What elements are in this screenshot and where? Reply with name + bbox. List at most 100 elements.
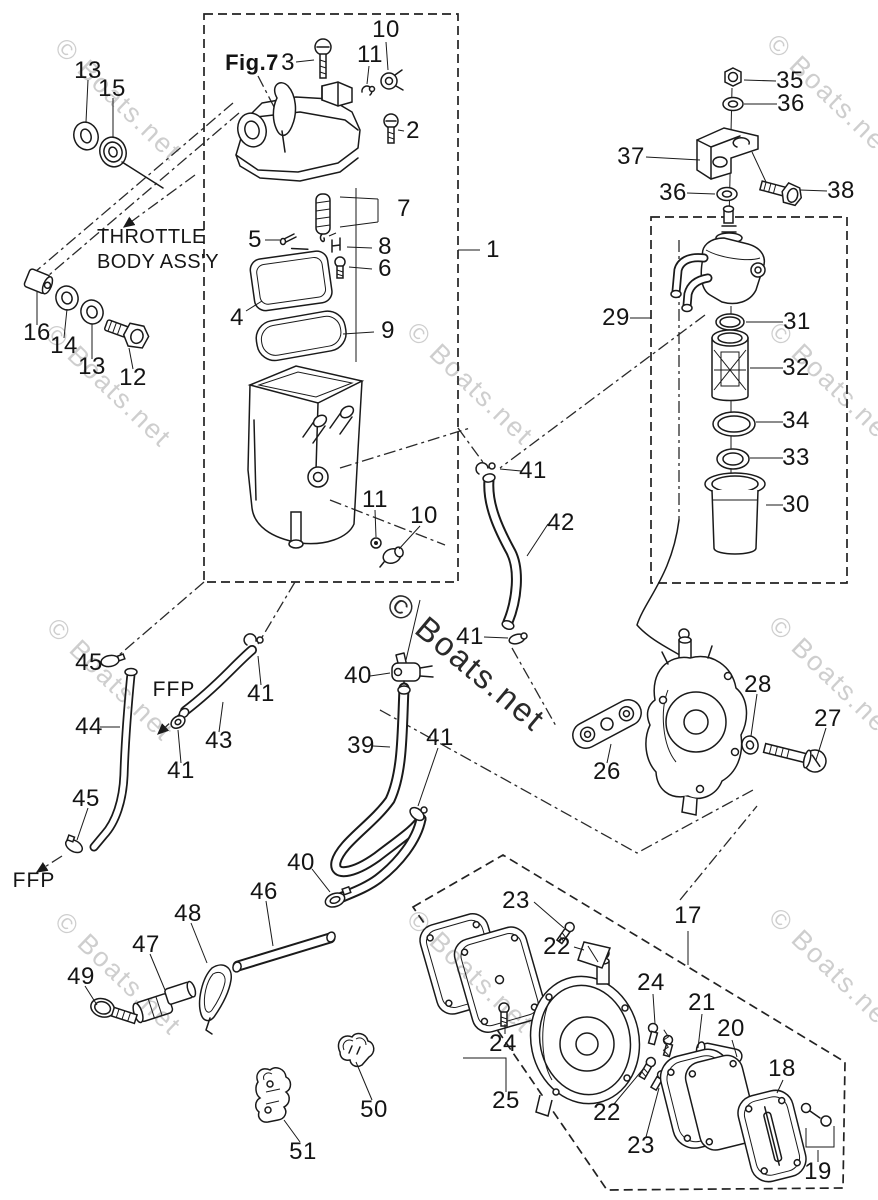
callout-7: 7 [397,195,411,222]
assembly-note-line1: THROTTLE [97,226,206,248]
screw-24-left [498,1002,510,1027]
hose-42 [475,462,528,645]
callout-45: 45 [72,785,100,812]
bracket-assembly [696,67,803,223]
callout-6: 6 [378,255,392,282]
callout-33: 33 [782,444,810,471]
fitting-10-bottom [379,546,404,568]
callout-27: 27 [814,705,842,732]
callout-19: 19 [804,1158,832,1185]
callout-22: 22 [593,1099,621,1126]
clip-48 [198,964,232,1035]
tube-46 [232,885,352,973]
callout-13: 13 [78,353,106,380]
callout-23: 23 [627,1132,655,1159]
pipe-44 [64,653,138,854]
callout-31: 31 [783,308,811,335]
bolt-27 [762,742,827,773]
callout-10: 10 [372,16,400,43]
screws-19 [800,1102,835,1148]
callout-32: 32 [782,354,810,381]
screw-23-top [555,921,575,945]
callout-17: 17 [674,902,702,929]
float-chamber-4 [249,247,333,312]
washer-14 [55,285,79,311]
callout-23: 23 [502,887,530,914]
throttle-cover-drawing [235,81,361,182]
callout-28: 28 [744,671,772,698]
clip-11-top [361,85,376,96]
callout-29: 29 [602,304,630,331]
callout-49: 49 [67,963,95,990]
bolt-49 [90,997,139,1025]
callout-44: 44 [75,713,103,740]
callout-8: 8 [378,233,392,260]
pump-kit-drawing [419,913,835,1183]
clamp-50 [337,1032,375,1068]
screw-22-bottom [638,1056,657,1081]
fuel-tank-drawing [247,188,365,549]
callout-10: 10 [410,502,438,529]
callout-4: 4 [230,304,244,331]
pin-5 [279,233,297,246]
callout-11: 11 [362,486,388,513]
callout-13: 13 [74,57,102,84]
filter-cup-30 [704,472,766,555]
throttle-body-box [203,13,459,583]
callout-43: 43 [205,727,233,754]
callout-35: 35 [776,67,804,94]
callout-41: 41 [426,724,454,751]
callout-11: 11 [357,41,383,68]
callout-41: 41 [519,457,547,484]
leader-lines [34,75,758,901]
screws-24-right [647,1022,674,1058]
screw-3 [314,38,332,79]
callout-37: 37 [617,143,645,170]
callout-20: 20 [717,1015,745,1042]
callout-26: 26 [593,758,621,785]
fuel-pump-drawing [645,628,748,816]
callout-51: 51 [289,1138,317,1165]
callout-fig7: Fig.7 [225,50,279,75]
callout-22: 22 [543,933,571,960]
callout-36: 36 [659,179,687,206]
callout-12: 12 [119,364,147,391]
fuel-cock-40 [391,599,434,689]
hose-43 [170,633,264,729]
screw-2 [383,113,399,144]
fuel-filter-drawing [670,205,766,555]
callout-48: 48 [174,900,202,927]
callout-5: 5 [248,226,262,253]
screw-6 [334,256,346,279]
callout-24: 24 [489,1030,517,1057]
kit-pump-body [529,946,641,1117]
callout-42: 42 [547,509,575,536]
flow-label-ffp: FFP [152,678,196,701]
callout-24: 24 [637,969,665,996]
washer-13-top [73,121,99,151]
callout-38: 38 [827,177,855,204]
callout-34: 34 [782,407,810,434]
callout-39: 39 [347,732,375,759]
clip-8 [328,232,341,253]
washer-28 [741,735,759,755]
callout-41: 41 [247,680,275,707]
callout-41: 41 [456,623,484,650]
washer-13-mid [80,299,104,325]
callout-18: 18 [768,1055,796,1082]
assembly-note: THROTTLE BODY ASS'Y [97,225,219,275]
callout-16: 16 [23,319,51,346]
bushing-16 [23,268,54,295]
callout-1: 1 [486,236,500,263]
assembly-note-line2: BODY ASS'Y [97,251,219,273]
fitting-12 [104,319,150,349]
link-26 [572,698,642,750]
clamp-51 [255,1067,292,1123]
fuel-filter-box [650,216,848,584]
grommet-15 [99,136,164,189]
callout-40: 40 [344,662,372,689]
callout-36: 36 [777,90,805,117]
callout-9: 9 [381,317,395,344]
